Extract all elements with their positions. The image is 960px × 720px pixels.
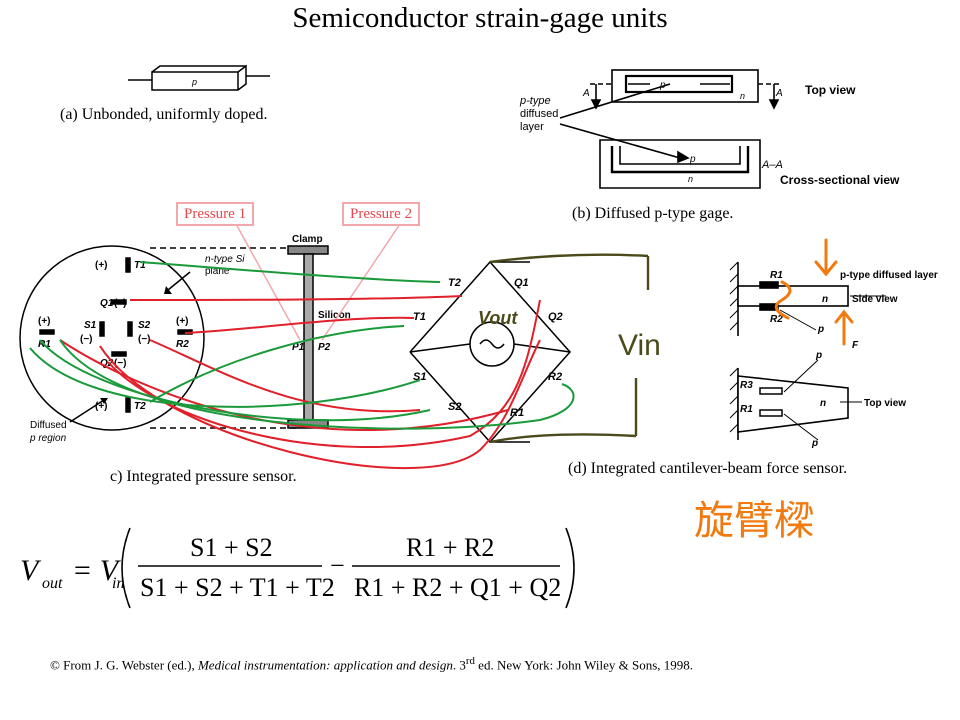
fig-c-R2: R2: [176, 339, 189, 350]
bridge-R1: R1: [510, 407, 524, 419]
credit-suffix: ed. New York: John Wiley & Sons, 1998.: [474, 657, 694, 673]
bridge-R2: R2: [548, 371, 562, 383]
vout-handwriting: Vout: [478, 308, 518, 328]
fig-c-plus-t1: (+): [95, 260, 108, 271]
fig-b-A-left: A: [582, 88, 590, 99]
credit-prefix: © From J. G. Webster (ed.),: [50, 657, 198, 673]
fig-c-Q2: Q2: [100, 358, 114, 369]
pressure-2-label: Pressure 2: [342, 202, 421, 226]
pressure-1-label: Pressure 1: [176, 202, 255, 226]
fig-a-p-label: p: [191, 77, 197, 87]
caption-a: (a) Unbonded, uniformly doped.: [60, 106, 268, 123]
fig-b-n-top: n: [740, 91, 745, 101]
bridge-Q2: Q2: [548, 311, 563, 323]
fig-d-n-side: n: [822, 294, 828, 305]
credit-mid: . 3: [452, 657, 466, 673]
fig-d-p-top1: p: [815, 350, 822, 361]
fig-b-layer-2: diffused: [520, 108, 558, 120]
fig-d-p-side: p: [817, 324, 824, 335]
fig-d-ptype-label: p-type diffused layer: [840, 270, 938, 281]
fig-b-AA: A–A: [761, 159, 783, 171]
eq-minus: −: [330, 551, 345, 580]
fig-d-top-view: Top view: [864, 398, 906, 409]
fig-c-minus-s2: (−): [138, 334, 151, 345]
credit-sup: rd: [465, 655, 475, 667]
fig-d-R1-side: R1: [770, 270, 783, 281]
fig-c-silicon: Silicon: [318, 310, 351, 321]
fig-b-p-top: p: [659, 80, 666, 91]
fig-d-p-top2: p: [811, 438, 818, 449]
fig-c-S1: S1: [84, 320, 97, 331]
wheatstone-bridge: T2 Q1 T1 Q2 S1 R2 S2 R1: [409, 260, 572, 444]
fig-c-S2: S2: [138, 320, 151, 331]
bridge-Q1: Q1: [514, 277, 529, 289]
diffused-gage-drawing: p n A A p n Top view A–A Cross-sectional…: [519, 69, 900, 189]
source-credit: © From J. G. Webster (ed.), Medical inst…: [50, 655, 693, 673]
fig-c-diffused-1: Diffused: [30, 420, 67, 431]
eq-eq: = V: [72, 554, 122, 587]
cantilever-drawing: R1 R2 n p p-type diffused layer Side vie…: [729, 261, 938, 449]
fig-c-diffused-2: p region: [29, 433, 67, 444]
fig-d-R1-top: R1: [740, 404, 753, 415]
fig-c-T1: T1: [134, 260, 146, 271]
fig-c-clamp: Clamp: [292, 234, 323, 245]
fig-d-R3: R3: [740, 380, 753, 391]
fig-c-P1: P1: [292, 342, 305, 353]
pressure-sensor-drawing: (+) T1 (+) T2 (+) R1 (+) R2 Q1 (−) Q2 (−…: [19, 234, 351, 444]
fig-c-plus-t2: (+): [95, 401, 108, 412]
fig-c-P2: P2: [318, 342, 331, 353]
slide-title: Semiconductor strain-gage units: [292, 2, 668, 34]
eq-lhs-sub: out: [42, 575, 63, 592]
fig-c-ntype-2: plane: [205, 266, 230, 277]
fig-c-plus-r2: (+): [176, 316, 189, 327]
fig-c-minus-q2: (−): [114, 358, 127, 369]
fig-b-p-cross: p: [689, 154, 696, 165]
bridge-T1: T1: [413, 311, 426, 323]
caption-b: (b) Diffused p-type gage.: [572, 205, 734, 222]
cantilever-handwriting: 旋臂樑: [694, 499, 814, 543]
credit-book: Medical instrumentation: application and…: [197, 657, 453, 673]
fig-b-layer-3: layer: [520, 121, 544, 133]
green-connection-curves: [29, 261, 575, 430]
fig-d-R2-side: R2: [770, 314, 783, 325]
fig-b-layer-1: p-type: [519, 95, 551, 107]
fig-c-minus-q1: (−): [114, 298, 127, 309]
fig-c-plus-r1: (+): [38, 316, 51, 327]
bridge-T2: T2: [448, 277, 461, 289]
eq-lhs: V: [20, 554, 42, 587]
fig-b-cross-view: Cross-sectional view: [780, 173, 900, 187]
bridge-S2: S2: [448, 401, 461, 413]
unbonded-gage-drawing: p: [128, 64, 270, 91]
eq-num1: S1 + S2: [190, 533, 273, 562]
eq-den1: S1 + S2 + T1 + T2: [140, 573, 335, 602]
fig-c-ntype-1: n-type Si: [205, 254, 245, 265]
fig-c-T2: T2: [134, 401, 146, 412]
eq-den2: R1 + R2 + Q1 + Q2: [354, 573, 561, 602]
fig-d-side-view: Side view: [852, 294, 898, 305]
vout-equation: V out = V in S1 + S2 S1 + S2 + T1 + T2 −…: [20, 527, 575, 609]
eq-num2: R1 + R2: [406, 533, 494, 562]
fig-d-F: F: [852, 340, 859, 351]
vin-handwriting: Vin: [618, 329, 661, 362]
fig-c-minus-s1: (−): [80, 334, 93, 345]
eq-in-sub: in: [112, 575, 124, 592]
fig-b-top-view: Top view: [805, 83, 856, 97]
bridge-S1: S1: [413, 371, 426, 383]
force-annotation: [774, 238, 854, 346]
fig-b-A-right: A: [775, 88, 783, 99]
vin-wires: [489, 253, 650, 444]
fig-c-Q1: Q1: [100, 298, 114, 309]
fig-b-n-cross: n: [688, 174, 693, 184]
fig-d-n-top: n: [820, 398, 826, 409]
caption-c: c) Integrated pressure sensor.: [110, 468, 297, 485]
caption-d: (d) Integrated cantilever-beam force sen…: [568, 460, 848, 477]
